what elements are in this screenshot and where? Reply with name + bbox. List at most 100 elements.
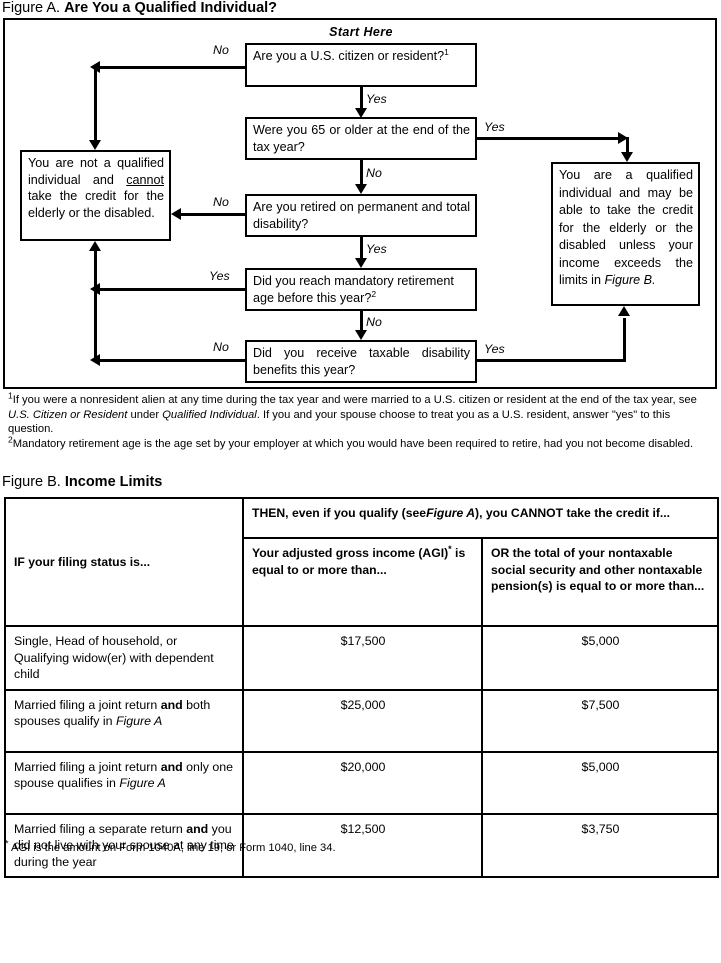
footnote-1-part2: under: [127, 408, 163, 421]
figure-a-flowchart-frame: [3, 18, 717, 389]
table-row: Single, Head of household, or Qualifying…: [4, 625, 720, 691]
connector-q5-no-horizontal: [100, 359, 246, 362]
flowbox-q3-text: Are you retired on permanent and total d…: [253, 200, 470, 231]
row-0-filing-status: Single, Head of household, or Qualifying…: [4, 625, 244, 691]
arrowhead-q5-no: [90, 354, 100, 366]
connector-q2-yes-vertical: [626, 137, 629, 153]
arrowhead-into-not-qualified: [89, 241, 101, 251]
flowbox-q4-text: Did you reach mandatory retirement age b…: [253, 274, 454, 305]
connector-q3-no-horizontal: [181, 213, 246, 216]
label-q5-yes: Yes: [484, 342, 505, 356]
outcome-not-qualified-text-pre: You are not a qualified individual and: [28, 156, 164, 187]
row-1-status-mid: both spouses qualify in: [14, 697, 211, 729]
connector-q2-yes-horizontal: [477, 137, 623, 140]
connector-q1-no-vertical: [94, 66, 97, 140]
figure-a-title: Figure A. Are You a Qualified Individual…: [2, 0, 277, 16]
row-2-status-mid: only one spouse qualifies in: [14, 759, 234, 791]
row-2-status-italic: Figure A: [119, 776, 166, 790]
row-1-status-bold: and: [160, 697, 183, 712]
row-0-status-pre: Single, Head of household, or Qualifying…: [14, 634, 214, 681]
footnote-1-part1: If you were a nonresident alien at any t…: [12, 394, 697, 406]
flowbox-q2-text: Were you 65 or older at the end of the t…: [253, 123, 470, 154]
label-q4-no: No: [366, 315, 382, 329]
figure-b-footnote: * AGI is the amount on Form 1040A, line …: [5, 838, 705, 855]
row-2-filing-status: Married filing a joint return and only o…: [4, 750, 244, 815]
label-q5-no: No: [213, 340, 229, 354]
flowbox-q4-footnote-marker: 2: [371, 288, 377, 299]
connector-q5-yes-horizontal: [477, 359, 626, 362]
header-agi: Your adjusted gross income (AGI)* is equ…: [242, 537, 483, 627]
flowbox-q5-taxable-disability: Did you receive taxable disability benef…: [245, 340, 477, 383]
row-1-status-italic: Figure A: [115, 714, 163, 728]
header-then-pre: THEN, even if you qualify (see: [252, 506, 427, 520]
figure-a-footnote-1: 1If you were a nonresident alien at any …: [8, 390, 715, 437]
table-row: Married filing a separate return and you…: [4, 812, 720, 878]
label-q3-yes: Yes: [366, 242, 387, 256]
flowbox-q4-mandatory-retirement: Did you reach mandatory retirement age b…: [245, 268, 477, 311]
connector-q5-yes-vertical: [623, 318, 626, 362]
row-3-status-bold: and: [186, 821, 209, 836]
row-3-status-pre: Married filing a separate return: [14, 821, 187, 836]
figure-a-title-lead: Figure A.: [2, 0, 61, 16]
arrowhead-q2-yes-into-box: [621, 152, 633, 162]
flowbox-outcome-not-qualified: You are not a qualified individual and c…: [20, 150, 171, 241]
outcome-qualified-text: You are a qualified individual and may b…: [559, 168, 693, 287]
flowbox-q1-text: Are you a U.S. citizen or resident?: [253, 49, 445, 63]
flowbox-q2-age65: Were you 65 or older at the end of the t…: [245, 117, 477, 160]
footnote-1-marker: 1: [8, 390, 13, 401]
footnote-1-italic2: Qualified Individual: [162, 408, 257, 421]
footnote-2-marker: 2: [8, 434, 13, 445]
connector-q4-yes-horizontal: [100, 288, 246, 291]
connector-q1-no-horizontal: [100, 66, 246, 69]
flowbox-q5-text: Did you receive taxable disability benef…: [253, 346, 470, 377]
outcome-not-qualified-emphasis: cannot: [126, 172, 164, 187]
row-3-agi: $12,500: [242, 812, 483, 878]
row-0-agi: $17,500: [242, 625, 483, 691]
flowbox-q1-footnote-marker: 1: [444, 46, 449, 57]
header-nontaxable: OR the total of your nontaxable social s…: [480, 537, 720, 627]
header-agi-pre: Your adjusted gross income (AGI): [252, 546, 449, 560]
figure-b-title: Figure B. Income Limits: [2, 474, 162, 490]
outcome-not-qualified-text-post: take the credit for the elderly or the d…: [28, 189, 164, 220]
row-1-nontaxable: $7,500: [480, 688, 720, 753]
footnote-1-italic1: U.S. Citizen or Resident: [8, 408, 128, 421]
arrowhead-q2-no: [355, 184, 367, 194]
row-1-status-pre: Married filing a joint return: [14, 697, 161, 712]
row-1-agi: $25,000: [242, 688, 483, 753]
row-1-filing-status: Married filing a joint return and both s…: [4, 688, 244, 753]
figure-b-footnote-marker: *: [5, 838, 9, 849]
table-row: Married filing a joint return and both s…: [4, 688, 720, 753]
row-2-nontaxable: $5,000: [480, 750, 720, 815]
label-q4-yes: Yes: [209, 269, 230, 283]
label-q2-yes: Yes: [484, 120, 505, 134]
arrowhead-q4-no: [355, 330, 367, 340]
figure-b-title-name: Income Limits: [64, 474, 163, 490]
header-filing-status: IF your filing status is...: [4, 497, 244, 627]
outcome-qualified-figure-ref: Figure B.: [604, 273, 656, 287]
start-here-label: Start Here: [329, 25, 393, 39]
connector-merge-to-not-qualified: [94, 251, 97, 361]
row-3-filing-status: Married filing a separate return and you…: [4, 812, 244, 878]
header-filing-status-label: IF your filing status is...: [14, 554, 151, 569]
label-q1-yes: Yes: [366, 92, 387, 106]
arrowhead-q3-yes: [355, 258, 367, 268]
table-row: Married filing a joint return and only o…: [4, 750, 720, 815]
arrowhead-q2-yes-right: [618, 132, 628, 144]
header-then-figure-ref: Figure A: [426, 506, 476, 520]
arrowhead-q1-no-into-box: [89, 140, 101, 150]
figure-a-title-name: Are You a Qualified Individual?: [64, 0, 278, 16]
row-3-status-mid: you did not live with your spouse at any…: [14, 821, 234, 869]
row-2-status-bold: and: [160, 759, 183, 774]
connector-q2-no-vertical: [360, 160, 363, 184]
figure-b-footnote-text: AGI is the amount on Form 1040A, line 19…: [8, 842, 336, 854]
row-3-nontaxable: $3,750: [480, 812, 720, 878]
row-2-agi: $20,000: [242, 750, 483, 815]
flowbox-outcome-qualified: You are a qualified individual and may b…: [551, 162, 700, 306]
label-q3-no: No: [213, 195, 229, 209]
arrowhead-q3-no: [171, 208, 181, 220]
connector-q1-yes-vertical: [360, 87, 363, 110]
table-header-row-top: IF your filing status is... THEN, even i…: [4, 497, 720, 627]
row-2-status-pre: Married filing a joint return: [14, 759, 161, 774]
header-agi-marker: *: [448, 543, 452, 554]
label-q2-no: No: [366, 166, 382, 180]
